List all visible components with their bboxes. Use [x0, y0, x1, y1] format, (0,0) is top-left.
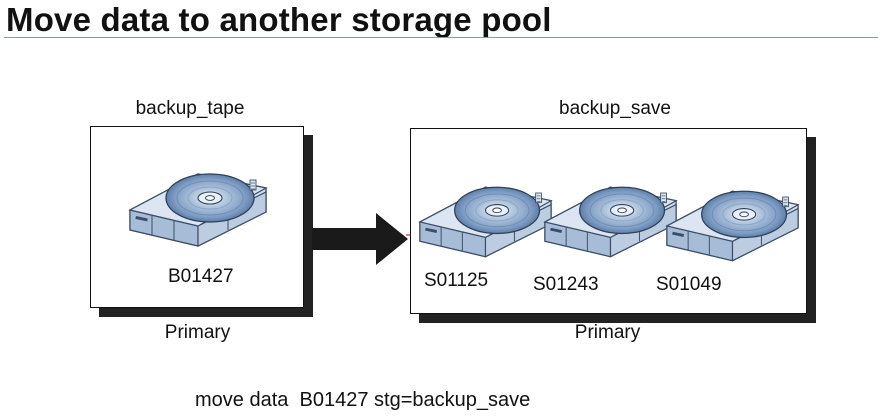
source-pool-name: backup_tape — [135, 98, 245, 119]
target-pool-type: Primary — [574, 322, 641, 343]
target-pool-name: backup_save — [559, 98, 671, 119]
page-title: Move data to another storage pool — [6, 1, 552, 38]
title-divider — [4, 37, 878, 38]
tape-cartridge-icon — [665, 184, 800, 264]
target-volume-label: S01243 — [533, 274, 599, 295]
right-arrow-icon — [312, 213, 412, 265]
tape-cartridge-icon — [128, 168, 268, 248]
target-volume-label: S01125 — [424, 270, 489, 291]
target-volume-label: S01049 — [656, 274, 722, 295]
tape-cartridge-icon — [418, 180, 553, 260]
source-pool-type: Primary — [164, 322, 231, 343]
move-data-command: move data B01427 stg=backup_save — [195, 389, 531, 411]
tape-cartridge-icon — [543, 180, 678, 260]
source-volume-label: B01427 — [168, 266, 234, 287]
